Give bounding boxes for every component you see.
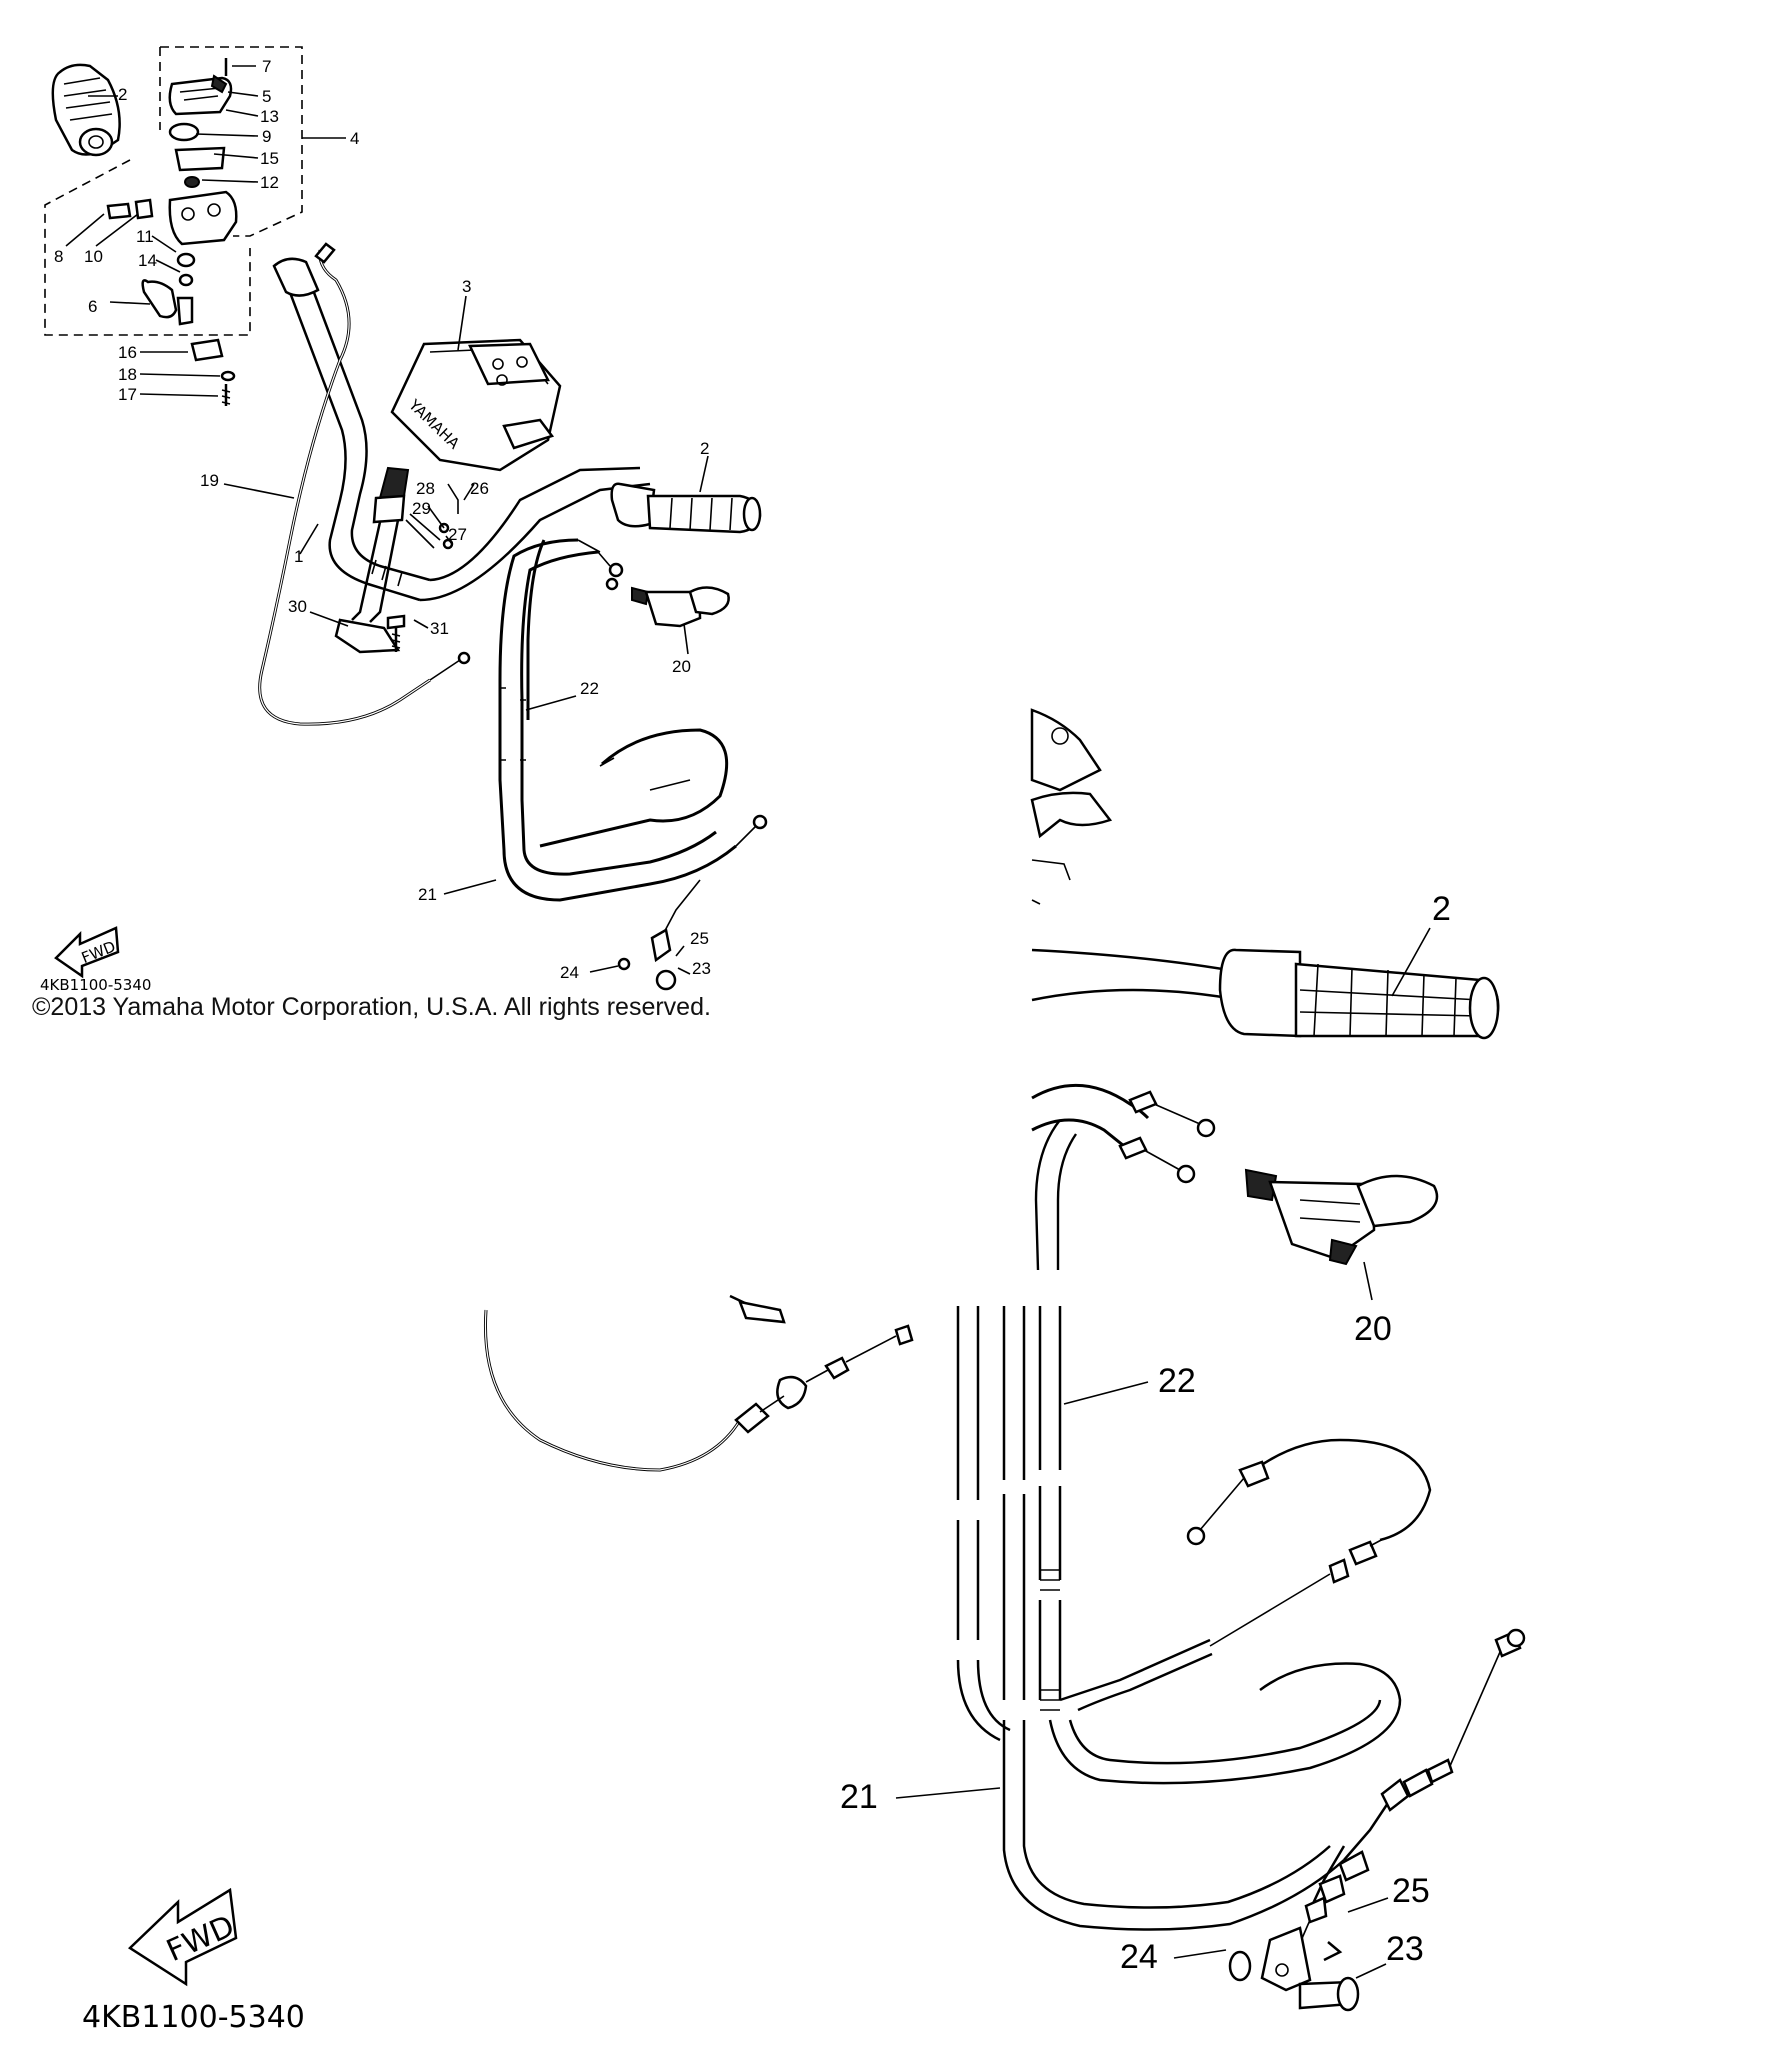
callout-2-left: 2 — [118, 85, 127, 104]
overview-leaders — [65, 65, 709, 975]
zoom-leaders — [895, 927, 1431, 1979]
zoom-cable-ends — [1031, 1083, 1216, 1271]
zoom-callout-20: 20 — [1354, 1310, 1392, 1348]
callout-11: 11 — [136, 227, 154, 246]
callout-25: 25 — [690, 929, 709, 948]
zoom-clevis-parts — [1228, 1926, 1360, 2012]
handlebar — [272, 257, 651, 602]
overview-diagram: YAMAHA — [32, 46, 768, 1021]
callout-4: 4 — [350, 129, 359, 148]
callout-28: 28 — [416, 479, 435, 498]
throttle-cable-19 — [258, 242, 471, 726]
handlebar-cover: YAMAHA — [390, 338, 562, 472]
zoom-cover-fragment — [1030, 708, 1113, 905]
part-20 — [631, 586, 730, 628]
callout-14: 14 — [138, 251, 157, 270]
callout-30: 30 — [288, 597, 307, 616]
callout-10: 10 — [84, 247, 103, 266]
callout-9: 9 — [262, 127, 271, 146]
lever-group — [334, 466, 454, 654]
zoom-callout-22: 22 — [1158, 1362, 1196, 1400]
callout-17: 17 — [118, 385, 137, 404]
diagram-code-small: 4KB1100-5340 — [40, 976, 151, 994]
callout-7: 7 — [262, 57, 271, 76]
copyright-notice: ©2013 Yamaha Motor Corporation, U.S.A. A… — [32, 993, 711, 1021]
callout-20: 20 — [672, 657, 691, 676]
zoom-cable-bundle — [956, 1306, 1432, 1931]
callout-15: 15 — [260, 149, 279, 168]
fwd-arrow-large[interactable]: FWD — [127, 1887, 240, 1987]
callout-1: 1 — [294, 547, 303, 566]
callout-16: 16 — [118, 343, 137, 362]
callout-27: 27 — [448, 525, 467, 544]
fwd-arrow-small[interactable]: FWD — [54, 926, 120, 979]
callout-29: 29 — [412, 499, 431, 518]
zoom-callout-21: 21 — [840, 1778, 878, 1816]
callout-2-right: 2 — [700, 439, 709, 458]
callout-22: 22 — [580, 679, 599, 698]
assembly-4-dashed-outline — [44, 46, 303, 336]
callout-3: 3 — [462, 277, 471, 296]
callout-31: 31 — [430, 619, 449, 638]
brake-cables — [498, 538, 768, 991]
zoom-callout-2: 2 — [1432, 890, 1451, 928]
diagram-code-large: 4KB1100-5340 — [82, 2000, 305, 2035]
zoom-throttle-cable — [483, 1294, 914, 1472]
left-grip — [51, 63, 121, 157]
callout-18: 18 — [118, 365, 137, 384]
zoomed-detail: 2 20 22 21 25 24 23 FWD 4KB1100-5340 — [82, 708, 1526, 2035]
callout-21: 21 — [418, 885, 437, 904]
callout-19: 19 — [200, 471, 219, 490]
callout-6: 6 — [88, 297, 97, 316]
switch-assembly-parts — [106, 58, 238, 406]
zoom-cable-fittings — [1289, 1628, 1526, 1967]
zoom-part-20 — [1244, 1168, 1439, 1266]
callout-26: 26 — [470, 479, 489, 498]
callout-23: 23 — [692, 959, 711, 978]
zoom-callout-24: 24 — [1120, 1938, 1158, 1976]
callout-13: 13 — [260, 107, 279, 126]
callout-5: 5 — [262, 87, 271, 106]
zoom-right-grip — [1031, 948, 1500, 1040]
callout-8: 8 — [54, 247, 63, 266]
overview-callouts: 2 7 5 13 9 15 12 4 8 10 11 14 6 16 18 17… — [54, 57, 711, 982]
bolt-31 — [386, 614, 406, 652]
callout-12: 12 — [260, 173, 279, 192]
callout-24: 24 — [560, 963, 579, 982]
zoom-callout-23: 23 — [1386, 1930, 1424, 1968]
zoom-callout-25: 25 — [1392, 1872, 1430, 1910]
right-grip — [610, 482, 762, 534]
zoom-callouts: 2 20 22 21 25 24 23 — [840, 890, 1451, 1976]
